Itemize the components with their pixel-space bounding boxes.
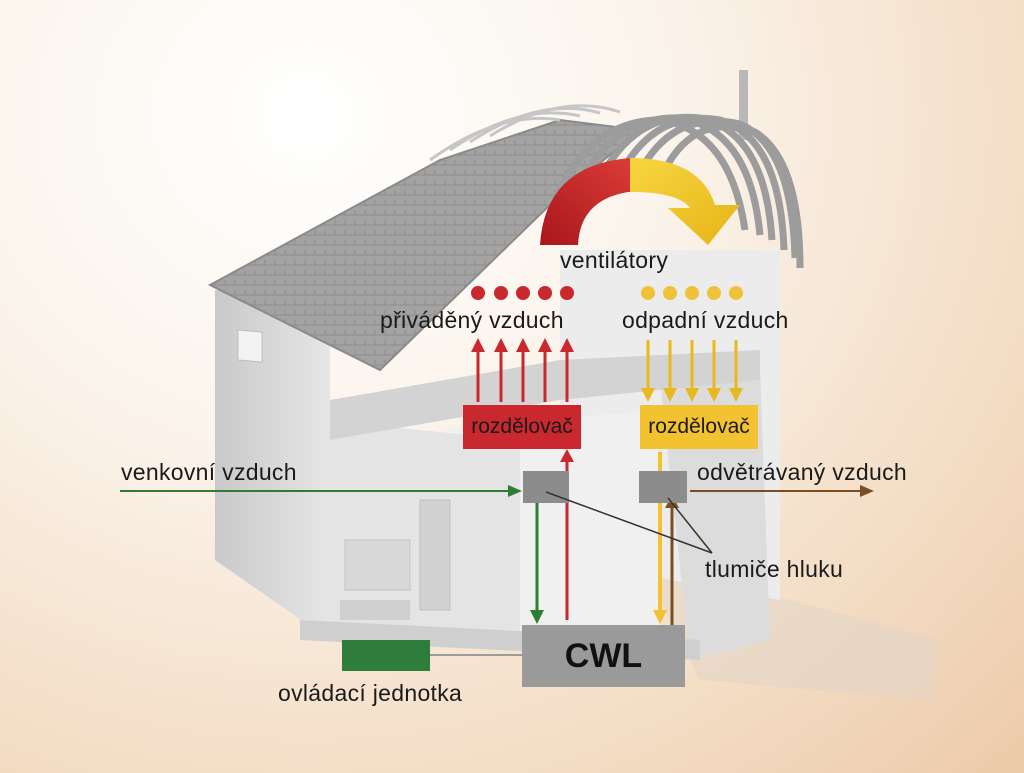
distributor-left-box	[463, 405, 581, 449]
outdoor-air-label: venkovní vzduch	[121, 459, 297, 485]
silencer-right	[639, 471, 687, 503]
control-unit-label: ovládací jednotka	[278, 680, 463, 706]
silencers-label: tlumiče hluku	[705, 556, 844, 582]
supply-air-dots	[471, 286, 574, 300]
silencer-pointer	[545, 491, 713, 554]
supply-dot	[471, 286, 485, 300]
exhaust-air-label: odpadní vzduch	[622, 307, 789, 333]
fans-label: ventilátory	[560, 247, 669, 273]
exhaust-air-dots	[641, 286, 743, 300]
exhaust-dot	[707, 286, 721, 300]
outdoor-air-arrowhead-icon	[508, 485, 522, 497]
vented-air-arrowhead-icon	[860, 485, 874, 497]
silencer-pointer	[667, 497, 713, 554]
exhaust-dot	[729, 286, 743, 300]
supply-air-label: přiváděný vzduch	[380, 307, 564, 333]
curved-arrow-red-icon	[540, 158, 650, 245]
exhaust-air-arrows	[641, 340, 743, 402]
distributor-right-label: rozdělovač	[648, 415, 750, 438]
control-unit-box	[342, 640, 430, 671]
distributor-left-label: rozdělovač	[471, 415, 573, 438]
supply-dot	[560, 286, 574, 300]
exhaust-dot	[641, 286, 655, 300]
vented-air-label: odvětrávaný vzduch	[697, 459, 907, 485]
exhaust-dot	[685, 286, 699, 300]
supply-air-arrows	[471, 338, 574, 402]
exhaust-dot	[663, 286, 677, 300]
cwl-unit-box	[522, 625, 685, 687]
house-illustration	[207, 70, 940, 700]
supply-dot	[494, 286, 508, 300]
distributor-right-box	[640, 405, 758, 449]
cwl-label: CWL	[564, 637, 643, 675]
supply-dot	[516, 286, 530, 300]
curved-arrow-yellow-icon	[630, 158, 740, 245]
supply-dot	[538, 286, 552, 300]
